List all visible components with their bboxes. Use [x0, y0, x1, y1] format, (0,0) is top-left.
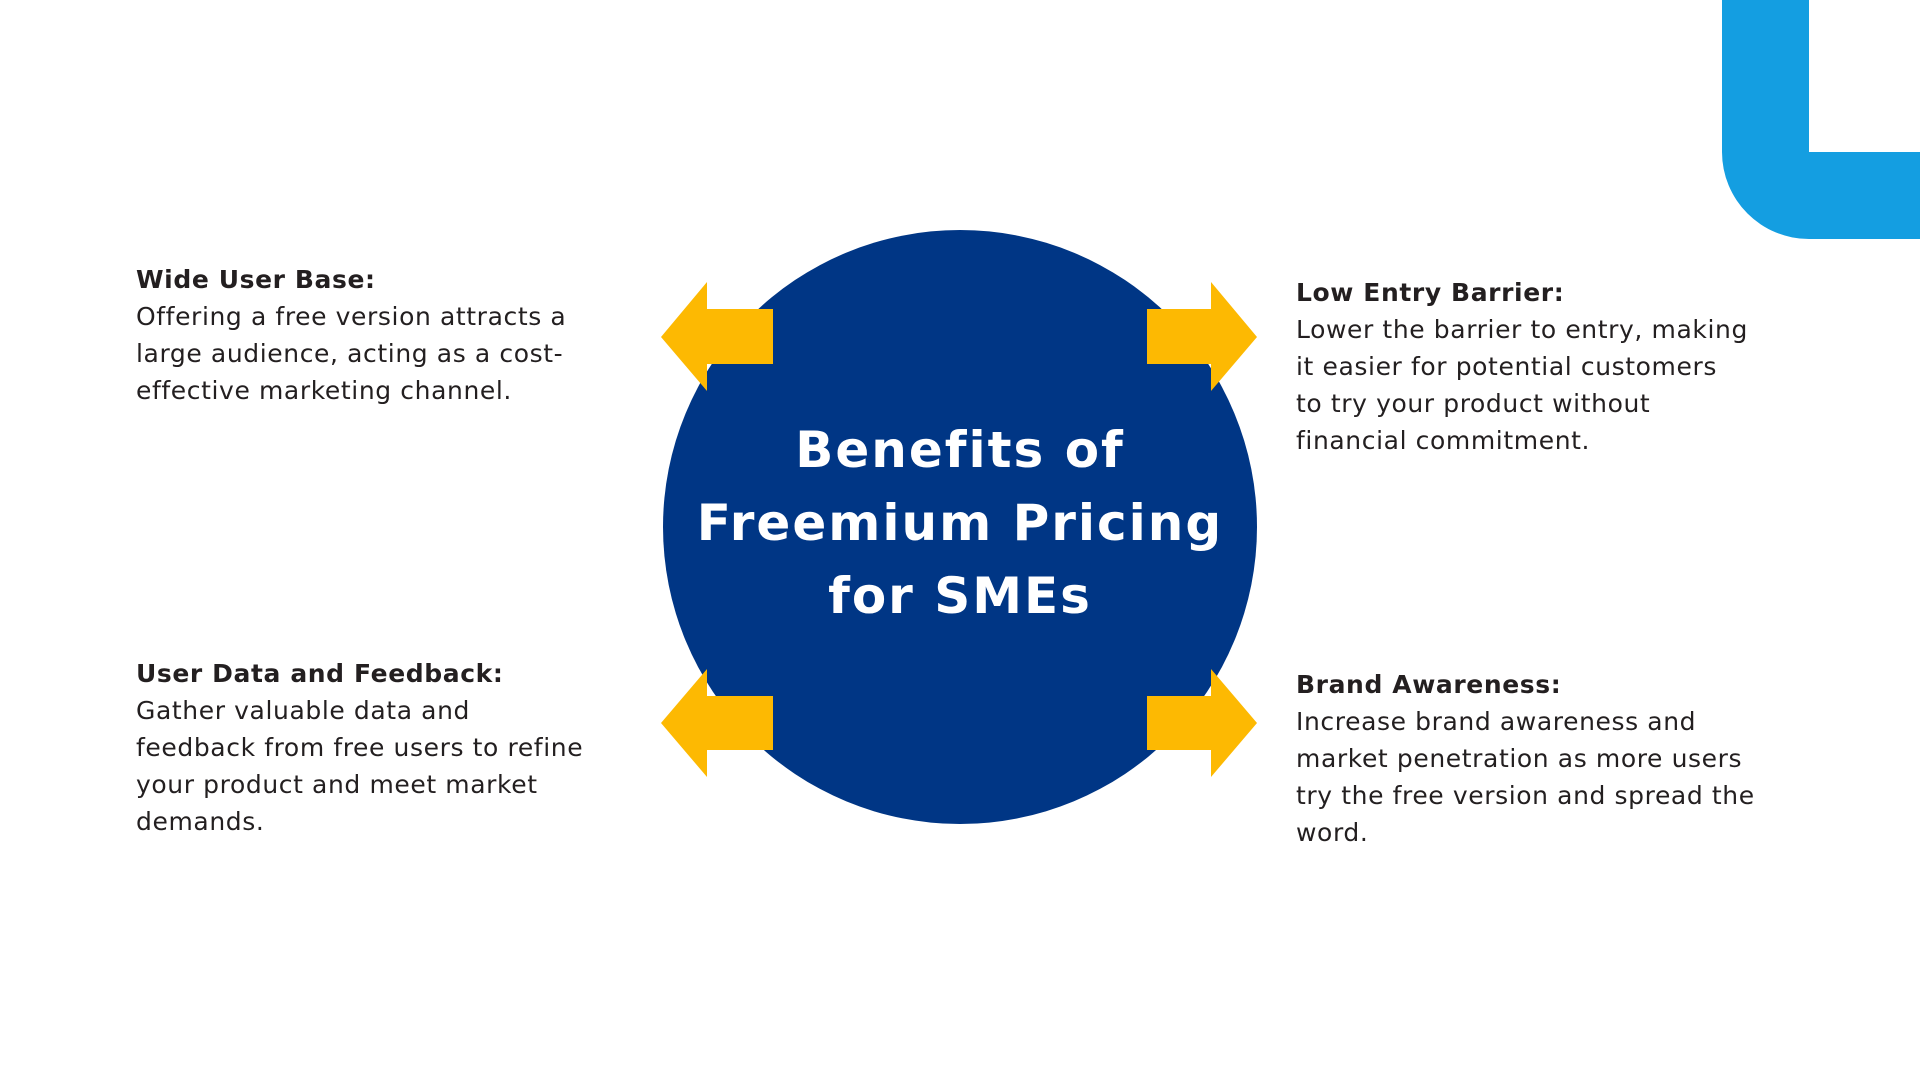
benefit-brand-awareness: Brand Awareness: Increase brand awarenes…	[1296, 666, 1796, 851]
benefit-body-line: feedback from free users to refine	[136, 733, 584, 762]
arrow-bottom-left-icon	[661, 669, 773, 777]
corner-accent-shape	[1722, 0, 1920, 239]
benefit-body-line: Increase brand awareness and	[1296, 707, 1697, 736]
benefit-body-line: to try your product without	[1296, 389, 1651, 418]
benefit-low-entry-barrier: Low Entry Barrier: Lower the barrier to …	[1296, 274, 1796, 459]
benefit-user-data-feedback: User Data and Feedback: Gather valuable …	[136, 655, 636, 840]
benefit-body-line: market penetration as more users	[1296, 744, 1743, 773]
arrow-bottom-right-icon	[1147, 669, 1257, 777]
benefit-body-line: your product and meet market	[136, 770, 538, 799]
arrow-top-left-icon	[661, 282, 773, 391]
title-line: for SMEs	[828, 567, 1092, 625]
benefit-body-line: word.	[1296, 818, 1369, 847]
center-circle	[663, 230, 1257, 824]
benefit-heading: Low Entry Barrier:	[1296, 278, 1565, 307]
title-line: Benefits of	[795, 421, 1125, 479]
benefit-body-line: effective marketing channel.	[136, 376, 512, 405]
benefit-body-line: Lower the barrier to entry, making	[1296, 315, 1748, 344]
benefit-heading: User Data and Feedback:	[136, 659, 504, 688]
benefit-body-line: demands.	[136, 807, 265, 836]
benefit-body-line: try the free version and spread the	[1296, 781, 1755, 810]
diagram-title: Benefits of Freemium Pricing for SMEs	[672, 414, 1248, 633]
benefit-body-line: Gather valuable data and	[136, 696, 471, 725]
arrow-top-right-icon	[1147, 282, 1257, 391]
title-line: Freemium Pricing	[696, 494, 1224, 552]
benefit-body-line: financial commitment.	[1296, 426, 1591, 455]
benefit-heading: Wide User Base:	[136, 265, 376, 294]
benefit-body-line: Offering a free version attracts a	[136, 302, 567, 331]
benefit-wide-user-base: Wide User Base: Offering a free version …	[136, 261, 636, 409]
benefit-body-line: large audience, acting as a cost-	[136, 339, 564, 368]
benefit-body-line: it easier for potential customers	[1296, 352, 1717, 381]
corner-l-icon	[1722, 0, 1920, 239]
benefit-heading: Brand Awareness:	[1296, 670, 1562, 699]
